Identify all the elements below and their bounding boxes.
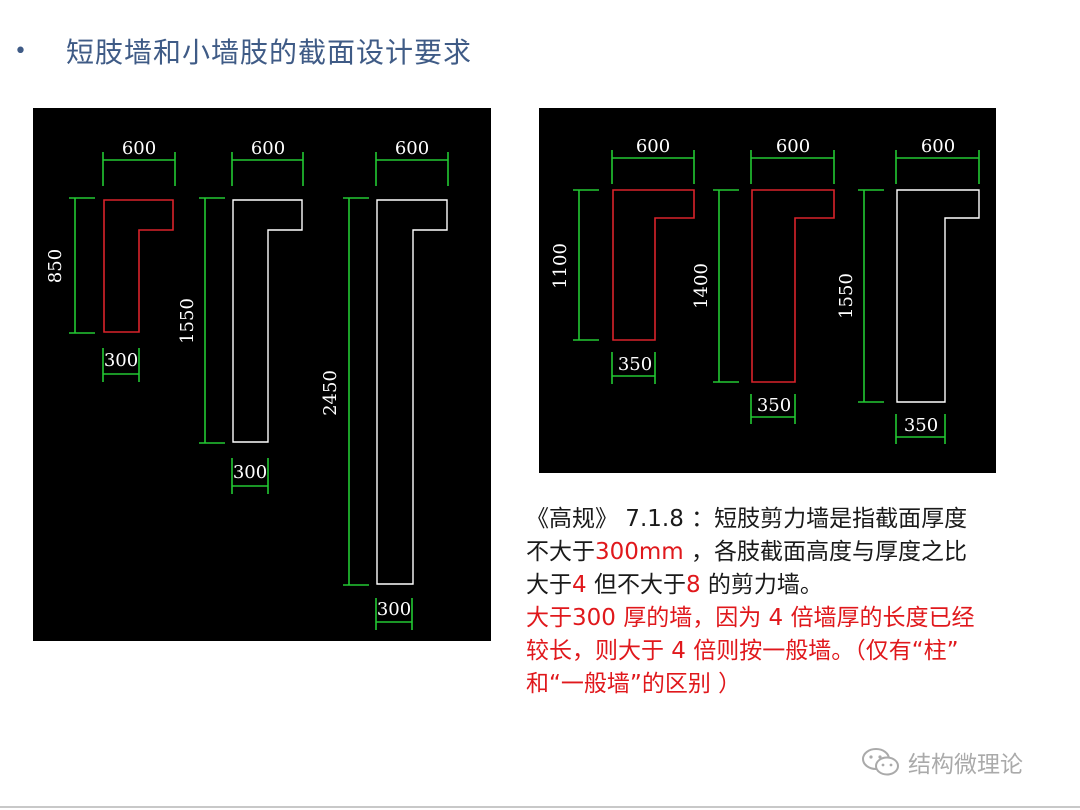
dim-label-top-width: 600 <box>122 138 156 159</box>
dim-label-thickness: 300 <box>104 350 138 371</box>
desc-text: 但不大于 <box>586 572 686 598</box>
desc-highlight: 4 <box>572 572 587 598</box>
dim-label-top-width: 600 <box>776 136 810 157</box>
dim-label-thickness: 350 <box>904 415 938 436</box>
watermark-text: 结构微理论 <box>908 752 1023 778</box>
wall-section-1-outline <box>103 199 174 333</box>
cad-panel-left: 600 850 300 600 1550 300 600 2450 300 <box>33 108 491 641</box>
note-line-3: 和“一般墙”的区别 ） <box>526 671 742 697</box>
code-description: 《高规》 7.1.8 ：短肢剪力墙是指截面厚度 不大于300mm ，各肢截面高度… <box>526 503 1066 701</box>
dim-label-height: 1400 <box>691 263 712 309</box>
wall-section-2-outline <box>751 189 835 383</box>
dim-label-height: 850 <box>45 249 66 283</box>
dim-label-height: 1550 <box>836 273 857 319</box>
wall-section-3-outline <box>376 199 448 585</box>
wall-section-1-outline <box>612 189 695 341</box>
dim-label-height: 1550 <box>177 298 198 344</box>
desc-text: 《高规》 7.1.8 ：短肢剪力墙是指截面厚度 <box>526 506 968 532</box>
desc-highlight: 300mm <box>595 539 684 565</box>
dim-label-thickness: 300 <box>377 599 411 620</box>
dim-label-height: 2450 <box>320 370 341 416</box>
dim-label-thickness: 350 <box>618 354 652 375</box>
desc-highlight: 8 <box>685 572 701 598</box>
desc-line-2: 不大于300mm ，各肢截面高度与厚度之比 <box>526 536 1066 569</box>
desc-text: 大于 <box>526 572 572 598</box>
dimension-lines-left <box>69 152 449 630</box>
dim-label-top-width: 600 <box>251 138 285 159</box>
cad-drawing-left: 600 850 300 600 1550 300 600 2450 300 <box>45 138 449 630</box>
dim-label-top-width: 600 <box>395 138 429 159</box>
footer-divider <box>0 806 1080 808</box>
bullet-icon: • <box>14 38 27 64</box>
dim-label-thickness: 300 <box>233 462 267 483</box>
desc-text: ，各肢截面高度与厚度之比 <box>683 539 968 565</box>
desc-text: 的剪力墙。 <box>700 572 823 598</box>
note-line-2: 较长，则大于 4 倍则按一般墙。（仅有“柱” <box>526 638 959 664</box>
wechat-icon <box>862 748 899 776</box>
wall-section-3-outline <box>896 189 980 403</box>
wall-section-2-outline <box>232 199 303 443</box>
dim-label-top-width: 600 <box>636 136 670 157</box>
dim-label-thickness: 350 <box>757 395 791 416</box>
dimension-lines-right <box>573 150 980 444</box>
desc-line-3: 大于4 但不大于8 的剪力墙。 <box>526 569 1066 602</box>
watermark: 结构微理论 <box>860 745 1023 779</box>
slide-title-row: • 短肢墙和小墙肢的截面设计要求 <box>10 26 472 76</box>
desc-line-1: 《高规》 7.1.8 ：短肢剪力墙是指截面厚度 <box>526 503 1066 536</box>
dim-label-top-width: 600 <box>921 136 955 157</box>
cad-panel-right: 600 1100 350 600 1400 350 600 1550 350 <box>539 108 996 473</box>
cad-drawing-right: 600 1100 350 600 1400 350 600 1550 350 <box>550 136 980 444</box>
desc-text: 不大于 <box>526 539 595 565</box>
dim-label-height: 1100 <box>550 243 571 289</box>
note-line-1: 大于300 厚的墙，因为 4 倍墙厚的长度已经 <box>526 605 975 631</box>
slide-title: 短肢墙和小墙肢的截面设计要求 <box>66 36 473 69</box>
